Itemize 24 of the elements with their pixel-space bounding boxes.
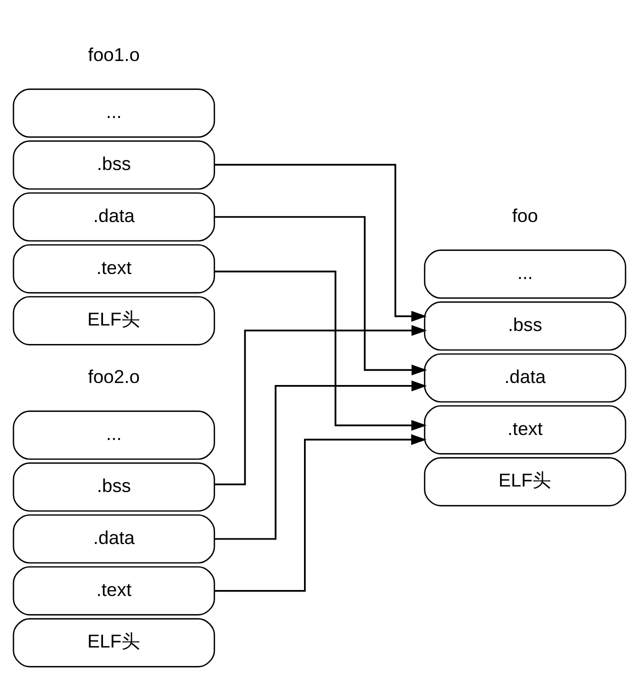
node-box: ELF头 [424,457,626,506]
arrow [214,434,427,592]
label: foo1.o [88,44,140,65]
node-box: .text [424,405,626,454]
node-box: .bss [424,301,626,351]
arrow [214,325,427,486]
node-box: .bss [12,462,216,512]
node-box: .data [424,353,626,403]
node-box: ELF头 [12,618,216,668]
node-box: .text [12,566,216,616]
node-box: .bss [12,140,216,190]
arrow [214,380,427,540]
node-box: ELF头 [12,296,216,346]
arrow [214,270,427,431]
node-box: ... [12,88,216,138]
node-box: .text [12,244,216,294]
node-box: ... [424,250,626,299]
arrow [214,164,427,322]
node-box: .data [12,514,216,564]
node-box: ... [12,410,216,460]
node-box: .data [12,192,216,242]
label: foo [512,204,538,226]
label: foo2.o [88,366,140,387]
arrow [214,216,428,376]
